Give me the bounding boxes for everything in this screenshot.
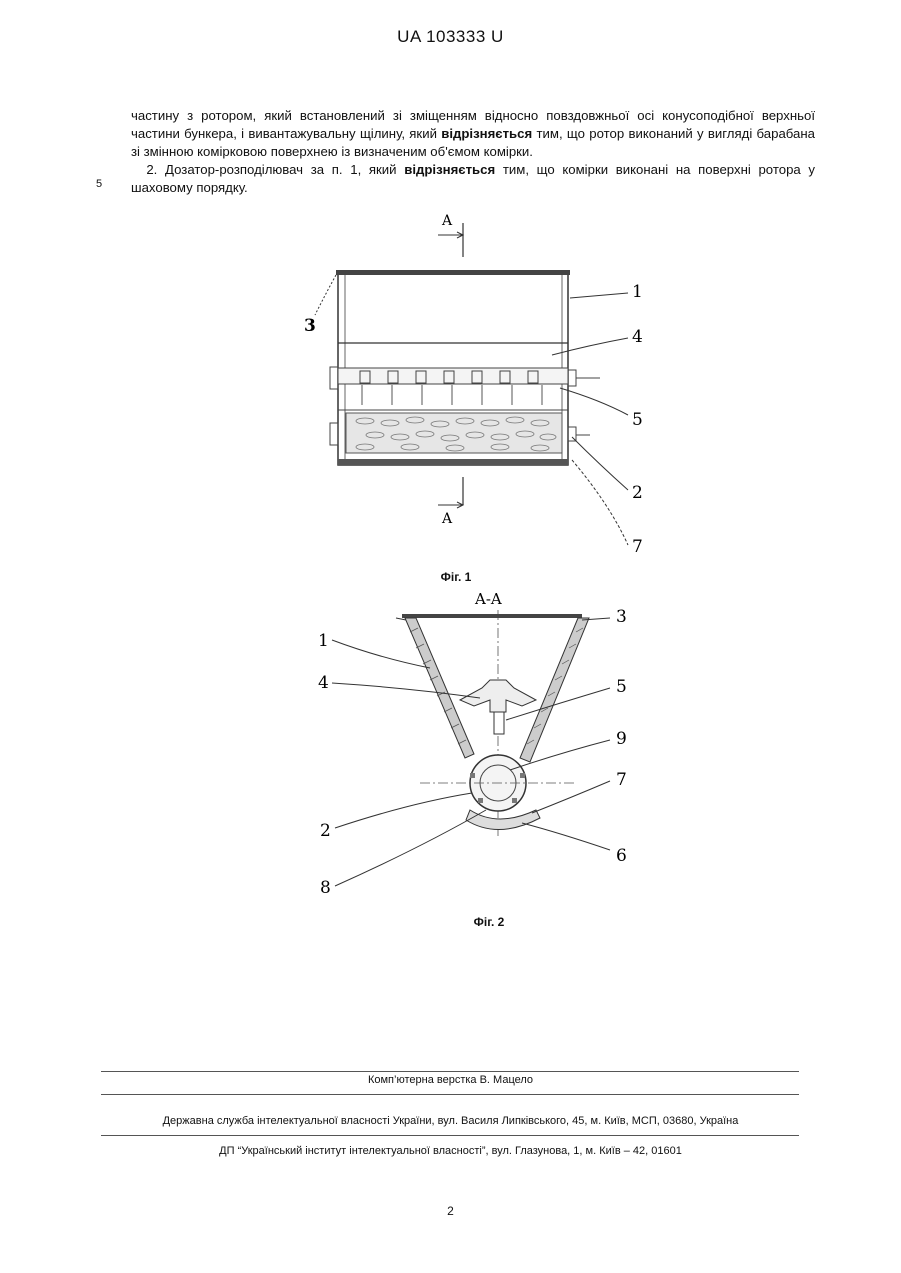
document-number: UA 103333 U bbox=[0, 27, 901, 47]
figure-1-drawing: A A bbox=[290, 205, 670, 565]
claim-2: 2. Дозатор-розподілювач за п. 1, який ві… bbox=[131, 161, 815, 197]
fig2-label-7: 7 bbox=[616, 770, 627, 790]
footer-divider-2 bbox=[101, 1094, 799, 1095]
fig1-label-5: 5 bbox=[632, 410, 643, 430]
footer-divider-1 bbox=[101, 1071, 799, 1072]
fig2-label-2: 2 bbox=[320, 821, 331, 841]
fig2-label-6: 6 bbox=[616, 846, 627, 866]
layout-credit: Комп’ютерна верстка В. Мацело bbox=[0, 1074, 901, 1086]
section-mark-top: A bbox=[441, 213, 453, 229]
fig2-label-3: 3 bbox=[616, 607, 627, 627]
section-title: A-A bbox=[474, 590, 502, 608]
section-mark-bottom: A bbox=[441, 511, 453, 527]
claim-1-continuation: частину з ротором, який встановлений зі … bbox=[131, 107, 815, 161]
fig2-label-8: 8 bbox=[320, 878, 331, 898]
institute-address: ДП “Український інститут інтелектуальної… bbox=[0, 1145, 901, 1157]
fig1-label-4: 4 bbox=[632, 327, 643, 347]
fig2-label-4: 4 bbox=[318, 673, 329, 693]
agency-address: Державна служба інтелектуальної власност… bbox=[0, 1115, 901, 1127]
fig1-label-2: 2 bbox=[632, 483, 643, 503]
fig2-label-9: 9 bbox=[616, 729, 627, 749]
claims-text: частину з ротором, який встановлений зі … bbox=[131, 107, 815, 197]
fig1-label-1: 1 bbox=[632, 282, 643, 302]
figure-1-caption: Фіг. 1 bbox=[396, 570, 516, 584]
figure-2-caption: Фіг. 2 bbox=[429, 915, 549, 929]
page-number: 2 bbox=[0, 1204, 901, 1218]
footer-divider-3 bbox=[101, 1135, 799, 1136]
line-number: 5 bbox=[96, 178, 102, 190]
fig2-label-5: 5 bbox=[616, 677, 627, 697]
fig2-label-1: 1 bbox=[318, 631, 329, 651]
fig1-label-3: 3 bbox=[304, 316, 316, 336]
figure-2-drawing: A-A 1 4 3 5 9 7 6 2 8 bbox=[310, 588, 650, 898]
fig1-label-7: 7 bbox=[632, 537, 643, 557]
